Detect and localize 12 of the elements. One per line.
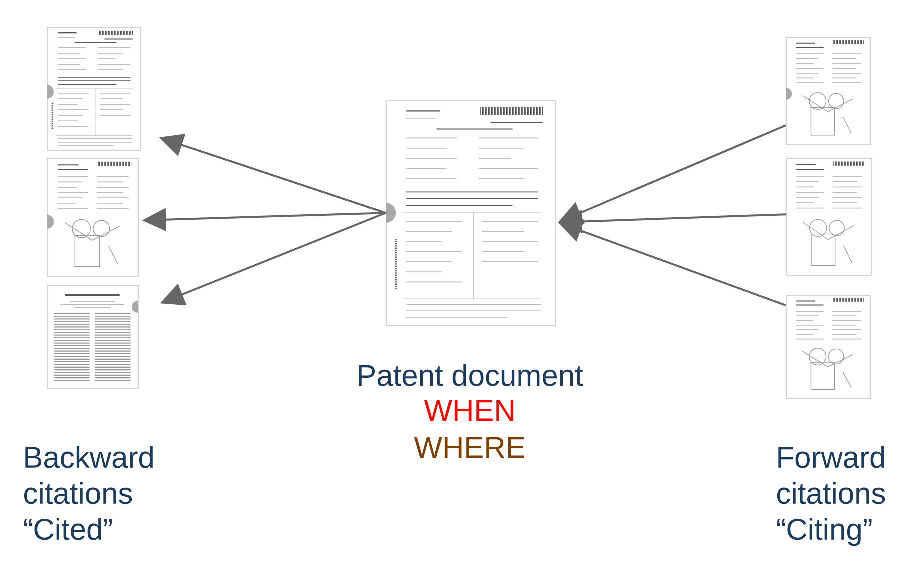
document-thumbnail — [786, 158, 872, 276]
document-thumbnail — [47, 158, 140, 278]
document-thumbnail — [47, 27, 142, 152]
node-label: WHERE — [414, 437, 525, 458]
group-label: Backward citations “Cited” — [24, 446, 153, 540]
document-thumbnail — [386, 100, 556, 326]
document-thumbnail — [786, 37, 872, 146]
group-label: Forward citations “Citing” — [777, 446, 886, 546]
node-label: Patent document — [359, 364, 584, 386]
node-label: WHEN — [424, 400, 514, 421]
document-thumbnail — [786, 295, 872, 400]
document-thumbnail — [47, 285, 140, 390]
